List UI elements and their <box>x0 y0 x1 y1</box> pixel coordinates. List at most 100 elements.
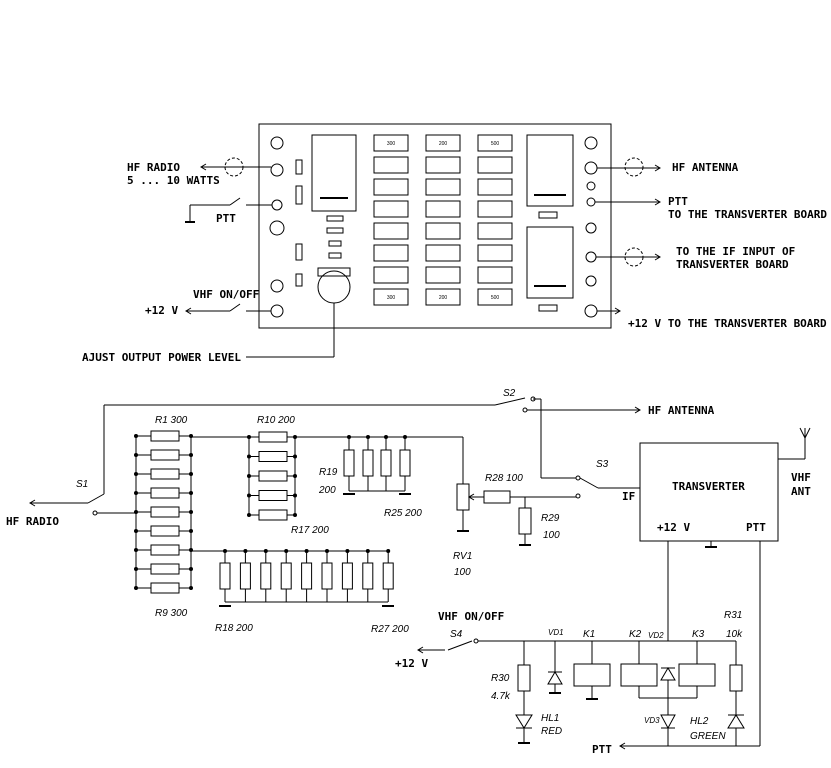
diode-vd2 <box>660 667 676 681</box>
label-s4: S4 <box>450 629 463 640</box>
label-hf-radio: HF RADIO <box>127 161 180 174</box>
resistor <box>247 490 297 501</box>
resistor <box>280 549 292 602</box>
pcb-resistor-pad <box>373 178 409 196</box>
label-r1: R1 300 <box>155 415 188 426</box>
pcb-hole <box>270 163 284 177</box>
svg-text:300: 300 <box>387 141 396 147</box>
label-ant: ANT <box>791 485 811 498</box>
label-plus12v: +12 V <box>145 304 178 317</box>
pcb-resistor-pad <box>373 244 409 262</box>
label-adjust: AJUST OUTPUT POWER LEVEL <box>82 351 241 364</box>
pcb-resistor-pad <box>425 266 461 284</box>
schematic: S1 HF RADIO S2 HF ANTENNA S3 R1 300 R9 3… <box>6 388 811 756</box>
label-k2: K2 <box>629 629 642 640</box>
resistor <box>239 549 251 602</box>
potentiometer-rv1 <box>456 483 470 511</box>
pcb-resistor-pad <box>425 222 461 240</box>
coax-icon <box>624 157 644 177</box>
pcb-resistor-pad: 300 <box>373 134 409 152</box>
pcb-resistor-grid: 300 300 200 200 500 500 <box>373 134 513 306</box>
pcb-layout: 300 300 200 200 500 500 HF RADIO 5 ... 10 WAT… <box>82 123 827 364</box>
pcb-resistor-pad: 300 <box>373 288 409 306</box>
pcb-resistor-pad <box>373 222 409 240</box>
resistor <box>247 431 297 443</box>
label-s3: S3 <box>596 459 609 470</box>
pcb-resistor-pad <box>373 266 409 284</box>
label-r27: R27 200 <box>371 624 409 635</box>
pcb-resistor-pad <box>373 200 409 218</box>
pcb-part <box>326 227 344 234</box>
pcb-hole <box>586 181 596 191</box>
resistor <box>134 468 193 480</box>
svg-text:500: 500 <box>491 141 500 147</box>
pcb-resistor-pad <box>477 244 513 262</box>
label-r19: R19 <box>319 467 338 478</box>
label-s2: S2 <box>503 388 516 399</box>
pcb-resistor-pad <box>373 156 409 174</box>
resistor <box>134 582 193 594</box>
resistor <box>380 435 392 491</box>
label-hl2: HL2 <box>690 716 709 727</box>
pcb-part <box>538 211 558 219</box>
svg-text:500: 500 <box>491 295 500 301</box>
label-if: IF <box>622 490 635 503</box>
pcb-resistor-pad <box>425 178 461 196</box>
pcb-hole <box>585 222 597 234</box>
pcb-part <box>538 304 558 312</box>
label-hl1: HL1 <box>541 713 559 724</box>
label-vhf: VHF <box>791 471 811 484</box>
pcb-part <box>295 243 303 261</box>
pcb-hole <box>269 220 285 236</box>
label-r18: R18 200 <box>215 623 253 634</box>
resistor <box>247 451 297 462</box>
pcb-resistor-pad <box>425 200 461 218</box>
label-if-input-2: TRANSVERTER BOARD <box>676 258 789 271</box>
led-hl2 <box>727 714 745 729</box>
resistor <box>362 549 374 602</box>
resistor <box>260 549 272 602</box>
label-ptt-board-2: TO THE TRANSVERTER BOARD <box>668 208 827 221</box>
pcb-resistor-pad: 200 <box>425 288 461 306</box>
pcb-resistor-pad <box>425 156 461 174</box>
label-r9: R9 300 <box>155 608 188 619</box>
label-hl2c: GREEN <box>690 731 726 742</box>
label-r31: R31 <box>724 610 742 621</box>
pcb-resistor-pad <box>477 156 513 174</box>
svg-text:200: 200 <box>439 141 448 147</box>
pcb-part <box>326 215 344 222</box>
label-r28: R28 100 <box>485 473 523 484</box>
label-r30: R30 <box>491 673 510 684</box>
label-hf-radio-power: 5 ... 10 WATTS <box>127 174 220 187</box>
label-transverter: TRANSVERTER <box>672 480 745 493</box>
svg-text:200: 200 <box>439 295 448 301</box>
relay-k3 <box>678 663 716 687</box>
resistor-bank-r18-r27 <box>219 549 394 602</box>
pcb-part <box>295 159 303 175</box>
svg-text:300: 300 <box>387 295 396 301</box>
resistor <box>134 487 193 499</box>
resistor <box>134 449 193 461</box>
pcb-resistor-pad: 200 <box>425 134 461 152</box>
pcb-resistor-pad <box>425 244 461 262</box>
label-r31v: 10k <box>726 629 743 640</box>
pcb-resistor-pad: 500 <box>477 288 513 306</box>
resistor <box>343 435 355 491</box>
transverter-box <box>639 442 779 542</box>
label-r29v: 100 <box>543 530 560 541</box>
label-hl1c: RED <box>541 726 562 737</box>
label-rv1v: 100 <box>454 567 471 578</box>
pcb-hole <box>270 279 284 293</box>
label-ptt-tv: PTT <box>746 521 766 534</box>
label-r25: R25 200 <box>384 508 422 519</box>
label-vhf-onoff-sch: VHF ON/OFF <box>438 610 504 623</box>
label-rv1: RV1 <box>453 551 472 562</box>
led-hl1 <box>515 714 533 729</box>
pcb-resistor-pad: 500 <box>477 134 513 152</box>
resistor <box>247 509 297 521</box>
pcb-relay-k3 <box>526 226 574 299</box>
resistor-r29 <box>518 507 532 535</box>
label-r29: R29 <box>541 513 560 524</box>
